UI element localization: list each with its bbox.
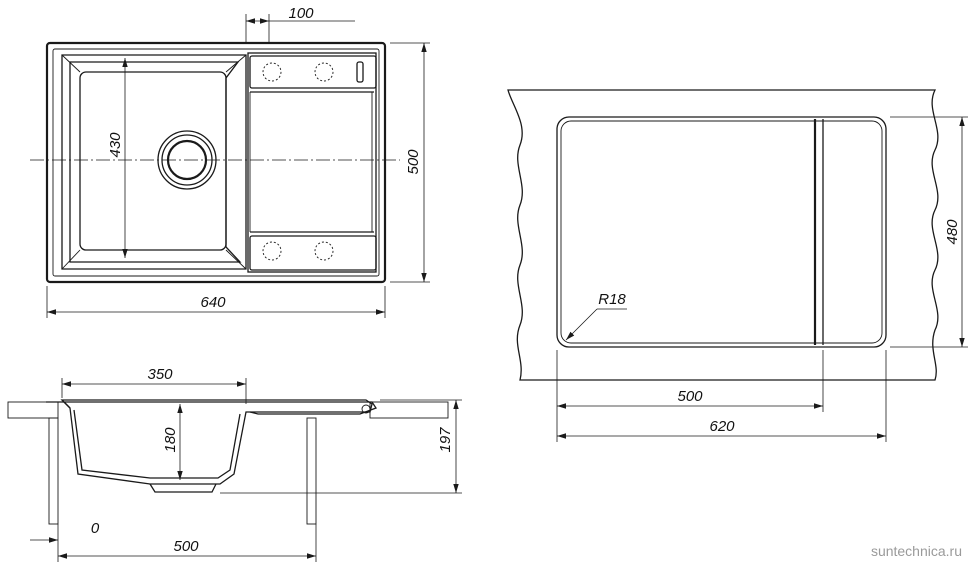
dim-label-430: 430 bbox=[107, 132, 124, 158]
bowl bbox=[61, 54, 247, 270]
section-view: 350 180 197 0 500 bbox=[7, 366, 462, 562]
watermark: suntechnica.ru bbox=[871, 543, 962, 559]
dim-label-480: 480 bbox=[944, 219, 961, 245]
sink-outline bbox=[45, 41, 387, 284]
countertop-right bbox=[369, 401, 449, 419]
cutout-rect bbox=[556, 116, 887, 348]
sink-rim-inner bbox=[52, 48, 380, 277]
dim-arrow-r18 bbox=[565, 308, 598, 341]
dim-label-r18: R18 bbox=[598, 291, 626, 308]
dim-label-cut-620: 620 bbox=[709, 418, 735, 435]
top-view: 430 100 500 640 bbox=[30, 5, 430, 318]
dim-label-640: 640 bbox=[200, 294, 226, 311]
sink-profile bbox=[46, 399, 377, 493]
tap-hole-icon bbox=[262, 61, 364, 261]
dim-label-350: 350 bbox=[147, 366, 173, 383]
cutout-view: R18 480 500 620 bbox=[507, 89, 968, 442]
dim-label-0: 0 bbox=[91, 520, 100, 537]
dim-label-180: 180 bbox=[162, 427, 179, 453]
dim-label-500-section: 500 bbox=[173, 538, 199, 555]
cabinet-wall-left bbox=[48, 417, 59, 525]
countertop-left bbox=[7, 401, 59, 419]
cutout-inner bbox=[560, 120, 883, 344]
cabinet-wall-right bbox=[306, 417, 317, 525]
dim-label-cut-500: 500 bbox=[677, 388, 703, 405]
drainer-area bbox=[247, 52, 377, 273]
dim-label-100: 100 bbox=[288, 5, 314, 22]
dim-label-500-vertical: 500 bbox=[405, 149, 422, 175]
countertop-outline bbox=[507, 89, 939, 381]
dim-label-197: 197 bbox=[437, 427, 454, 453]
